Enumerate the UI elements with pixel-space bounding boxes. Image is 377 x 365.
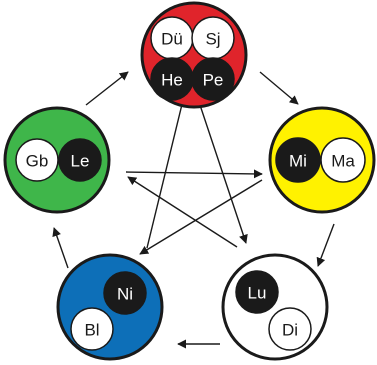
organ-mi: Mi [275,137,321,183]
svg-text:Ma: Ma [331,152,355,171]
svg-text:Gb: Gb [26,152,49,171]
element-earth[interactable]: Mi Ma [268,106,376,214]
svg-text:Le: Le [71,152,90,171]
element-water[interactable]: Ni Bl [56,253,164,361]
svg-text:Ni: Ni [117,285,133,304]
element-wood[interactable]: Gb Le [3,106,111,214]
organ-ma: Ma [320,137,366,183]
element-fire[interactable]: Dü Sj He Pe [140,1,248,109]
arrow-earth-to-water [139,179,263,255]
arrow-earth-to-metal [316,223,335,267]
organ-he: He [150,57,194,101]
arrow-wood-to-earth [125,169,263,179]
organ-bl: Bl [70,307,114,351]
svg-text:Mi: Mi [289,152,307,171]
organ-sj: Sj [191,16,235,60]
svg-text:Di: Di [282,321,298,340]
generating-cycle [52,71,335,349]
arrow-fire-to-metal [195,92,248,244]
arrow-water-to-fire [146,91,188,249]
svg-text:Pe: Pe [203,71,224,90]
organ-di: Di [268,307,312,351]
svg-text:Lu: Lu [248,284,267,303]
organ-lu: Lu [235,270,279,314]
svg-text:Bl: Bl [84,321,99,340]
controlling-cycle [125,91,263,255]
arrow-wood-to-fire [85,71,129,106]
svg-text:Sj: Sj [205,30,220,49]
arrow-metal-to-wood [127,176,238,248]
organ-le: Le [58,138,102,182]
arrow-water-to-wood [52,227,69,269]
element-metal[interactable]: Lu Di [221,253,329,361]
organ-pe: Pe [191,57,235,101]
organ-du: Dü [150,16,194,60]
svg-text:Dü: Dü [161,30,183,49]
organ-ni: Ni [103,271,147,315]
organ-gb: Gb [15,138,59,182]
arrow-fire-to-earth [259,71,299,105]
svg-text:He: He [161,71,183,90]
